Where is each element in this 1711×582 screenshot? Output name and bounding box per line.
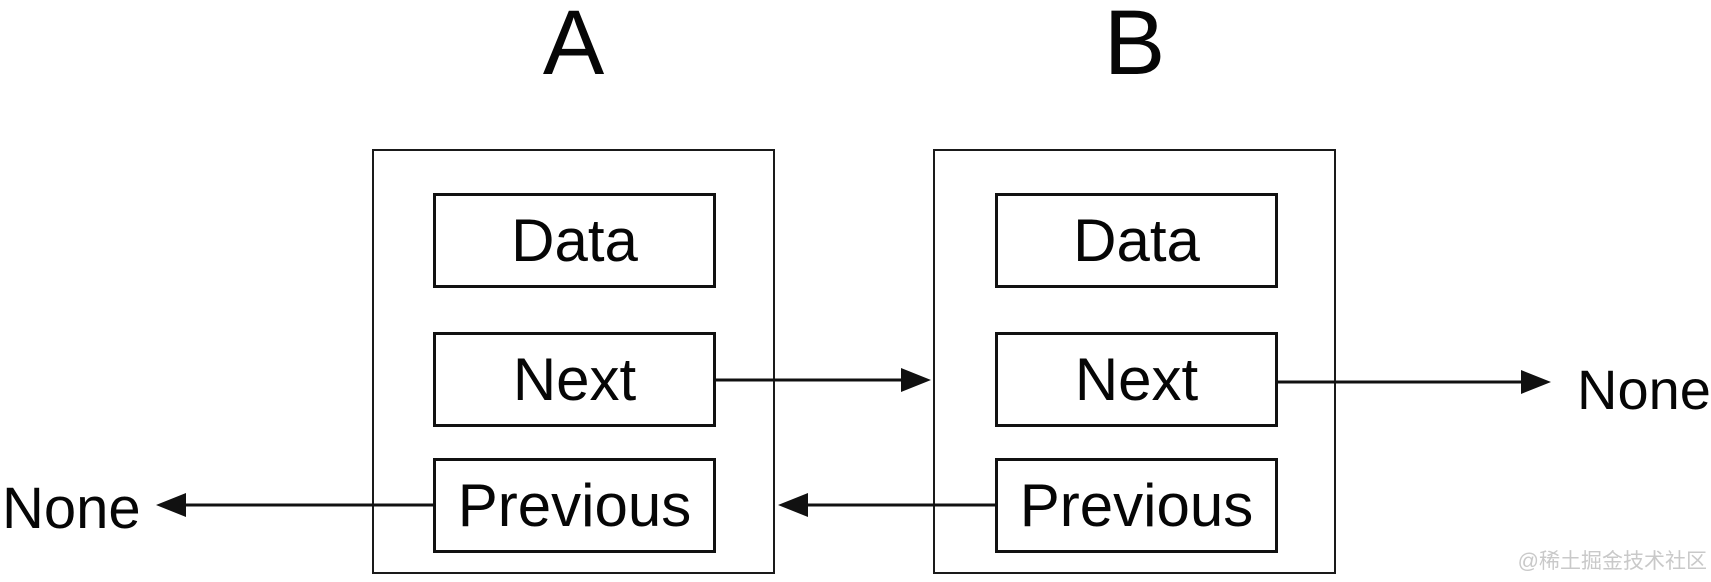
- node-b-field-data: Data: [995, 193, 1278, 288]
- arrowhead-left-icon: [156, 493, 186, 517]
- node-a-field-data: Data: [433, 193, 716, 288]
- node-b-field-previous: Previous: [995, 458, 1278, 553]
- none-terminal-right: None: [1577, 358, 1711, 421]
- node-a-title: A: [542, 0, 605, 94]
- node-a-box: [372, 149, 775, 574]
- node-b-box: [933, 149, 1336, 574]
- none-terminal-left: None: [2, 476, 141, 541]
- arrowhead-right-icon: [1521, 370, 1551, 394]
- watermark: @稀土掘金技术社区: [1517, 550, 1707, 573]
- node-b-field-next: Next: [995, 332, 1278, 427]
- arrowhead-left-icon: [778, 493, 808, 517]
- arrowhead-right-icon: [901, 368, 931, 392]
- node-b-title: B: [1103, 0, 1166, 94]
- node-a-field-previous: Previous: [433, 458, 716, 553]
- node-a-field-next: Next: [433, 332, 716, 427]
